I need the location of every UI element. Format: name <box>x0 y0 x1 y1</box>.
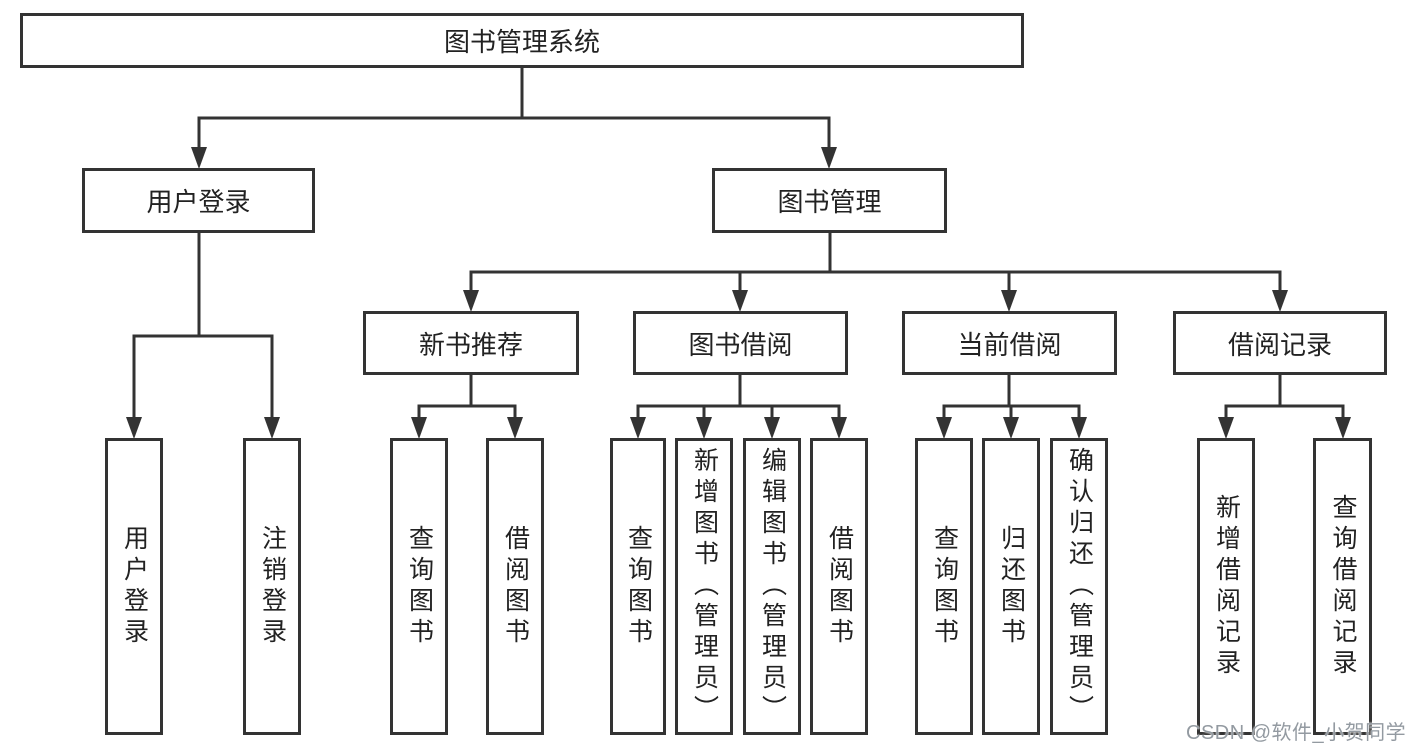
node-label: 图书借阅 <box>688 329 793 360</box>
node-label: 查询图书 <box>624 524 653 649</box>
node-label: 新增图书（管理员） <box>690 447 719 726</box>
node-label: 新书推荐 <box>418 329 523 360</box>
node-label: 借阅图书 <box>825 524 854 649</box>
leaf-borrow-books: 借阅图书 <box>810 438 868 735</box>
node-label: 用户登录 <box>146 187 251 217</box>
node-borrowing-records: 借阅记录 <box>1173 311 1387 375</box>
node-label: 借阅图书 <box>501 524 530 649</box>
node-new-book-recommendation: 新书推荐 <box>363 311 579 375</box>
leaf-confirm-return-admin: 确认归还（管理员） <box>1050 438 1108 735</box>
leaf-query-books-current: 查询图书 <box>915 438 973 735</box>
node-label: 注销登录 <box>258 524 287 649</box>
leaf-query-books-borrowing: 查询图书 <box>610 438 666 735</box>
node-library-management-system: 图书管理系统 <box>20 13 1024 68</box>
node-label: 当前借阅 <box>957 329 1062 360</box>
leaf-query-books-recommend: 查询图书 <box>390 438 448 735</box>
node-label: 新增借阅记录 <box>1212 493 1241 680</box>
node-current-borrowing: 当前借阅 <box>902 311 1117 375</box>
node-label: 图书管理 <box>777 187 882 217</box>
csdn-watermark: CSDN @软件_小贺同学 <box>1186 722 1405 744</box>
leaf-logout: 注销登录 <box>243 438 301 735</box>
node-label: 查询图书 <box>930 524 959 649</box>
arrowheads <box>126 147 1351 439</box>
leaf-add-book-admin: 新增图书（管理员） <box>675 438 733 735</box>
leaf-edit-book-admin: 编辑图书（管理员） <box>743 438 801 735</box>
node-label: 查询图书 <box>405 524 434 649</box>
node-label: 借阅记录 <box>1227 329 1332 360</box>
leaf-return-books: 归还图书 <box>982 438 1040 735</box>
leaf-borrow-books-recommend: 借阅图书 <box>486 438 544 735</box>
node-book-management: 图书管理 <box>712 168 947 233</box>
leaf-query-borrow-record: 查询借阅记录 <box>1313 438 1372 735</box>
node-user-login: 用户登录 <box>82 168 315 233</box>
node-label: 归还图书 <box>997 524 1026 649</box>
node-label: 图书管理系统 <box>443 27 600 57</box>
node-label: 用户登录 <box>120 524 149 649</box>
node-label: 确认归还（管理员） <box>1065 447 1094 726</box>
node-book-borrowing: 图书借阅 <box>633 311 848 375</box>
node-label: 编辑图书（管理员） <box>758 447 787 726</box>
leaf-user-login: 用户登录 <box>105 438 163 735</box>
leaf-add-borrow-record: 新增借阅记录 <box>1197 438 1255 735</box>
node-label: 查询借阅记录 <box>1329 493 1357 680</box>
